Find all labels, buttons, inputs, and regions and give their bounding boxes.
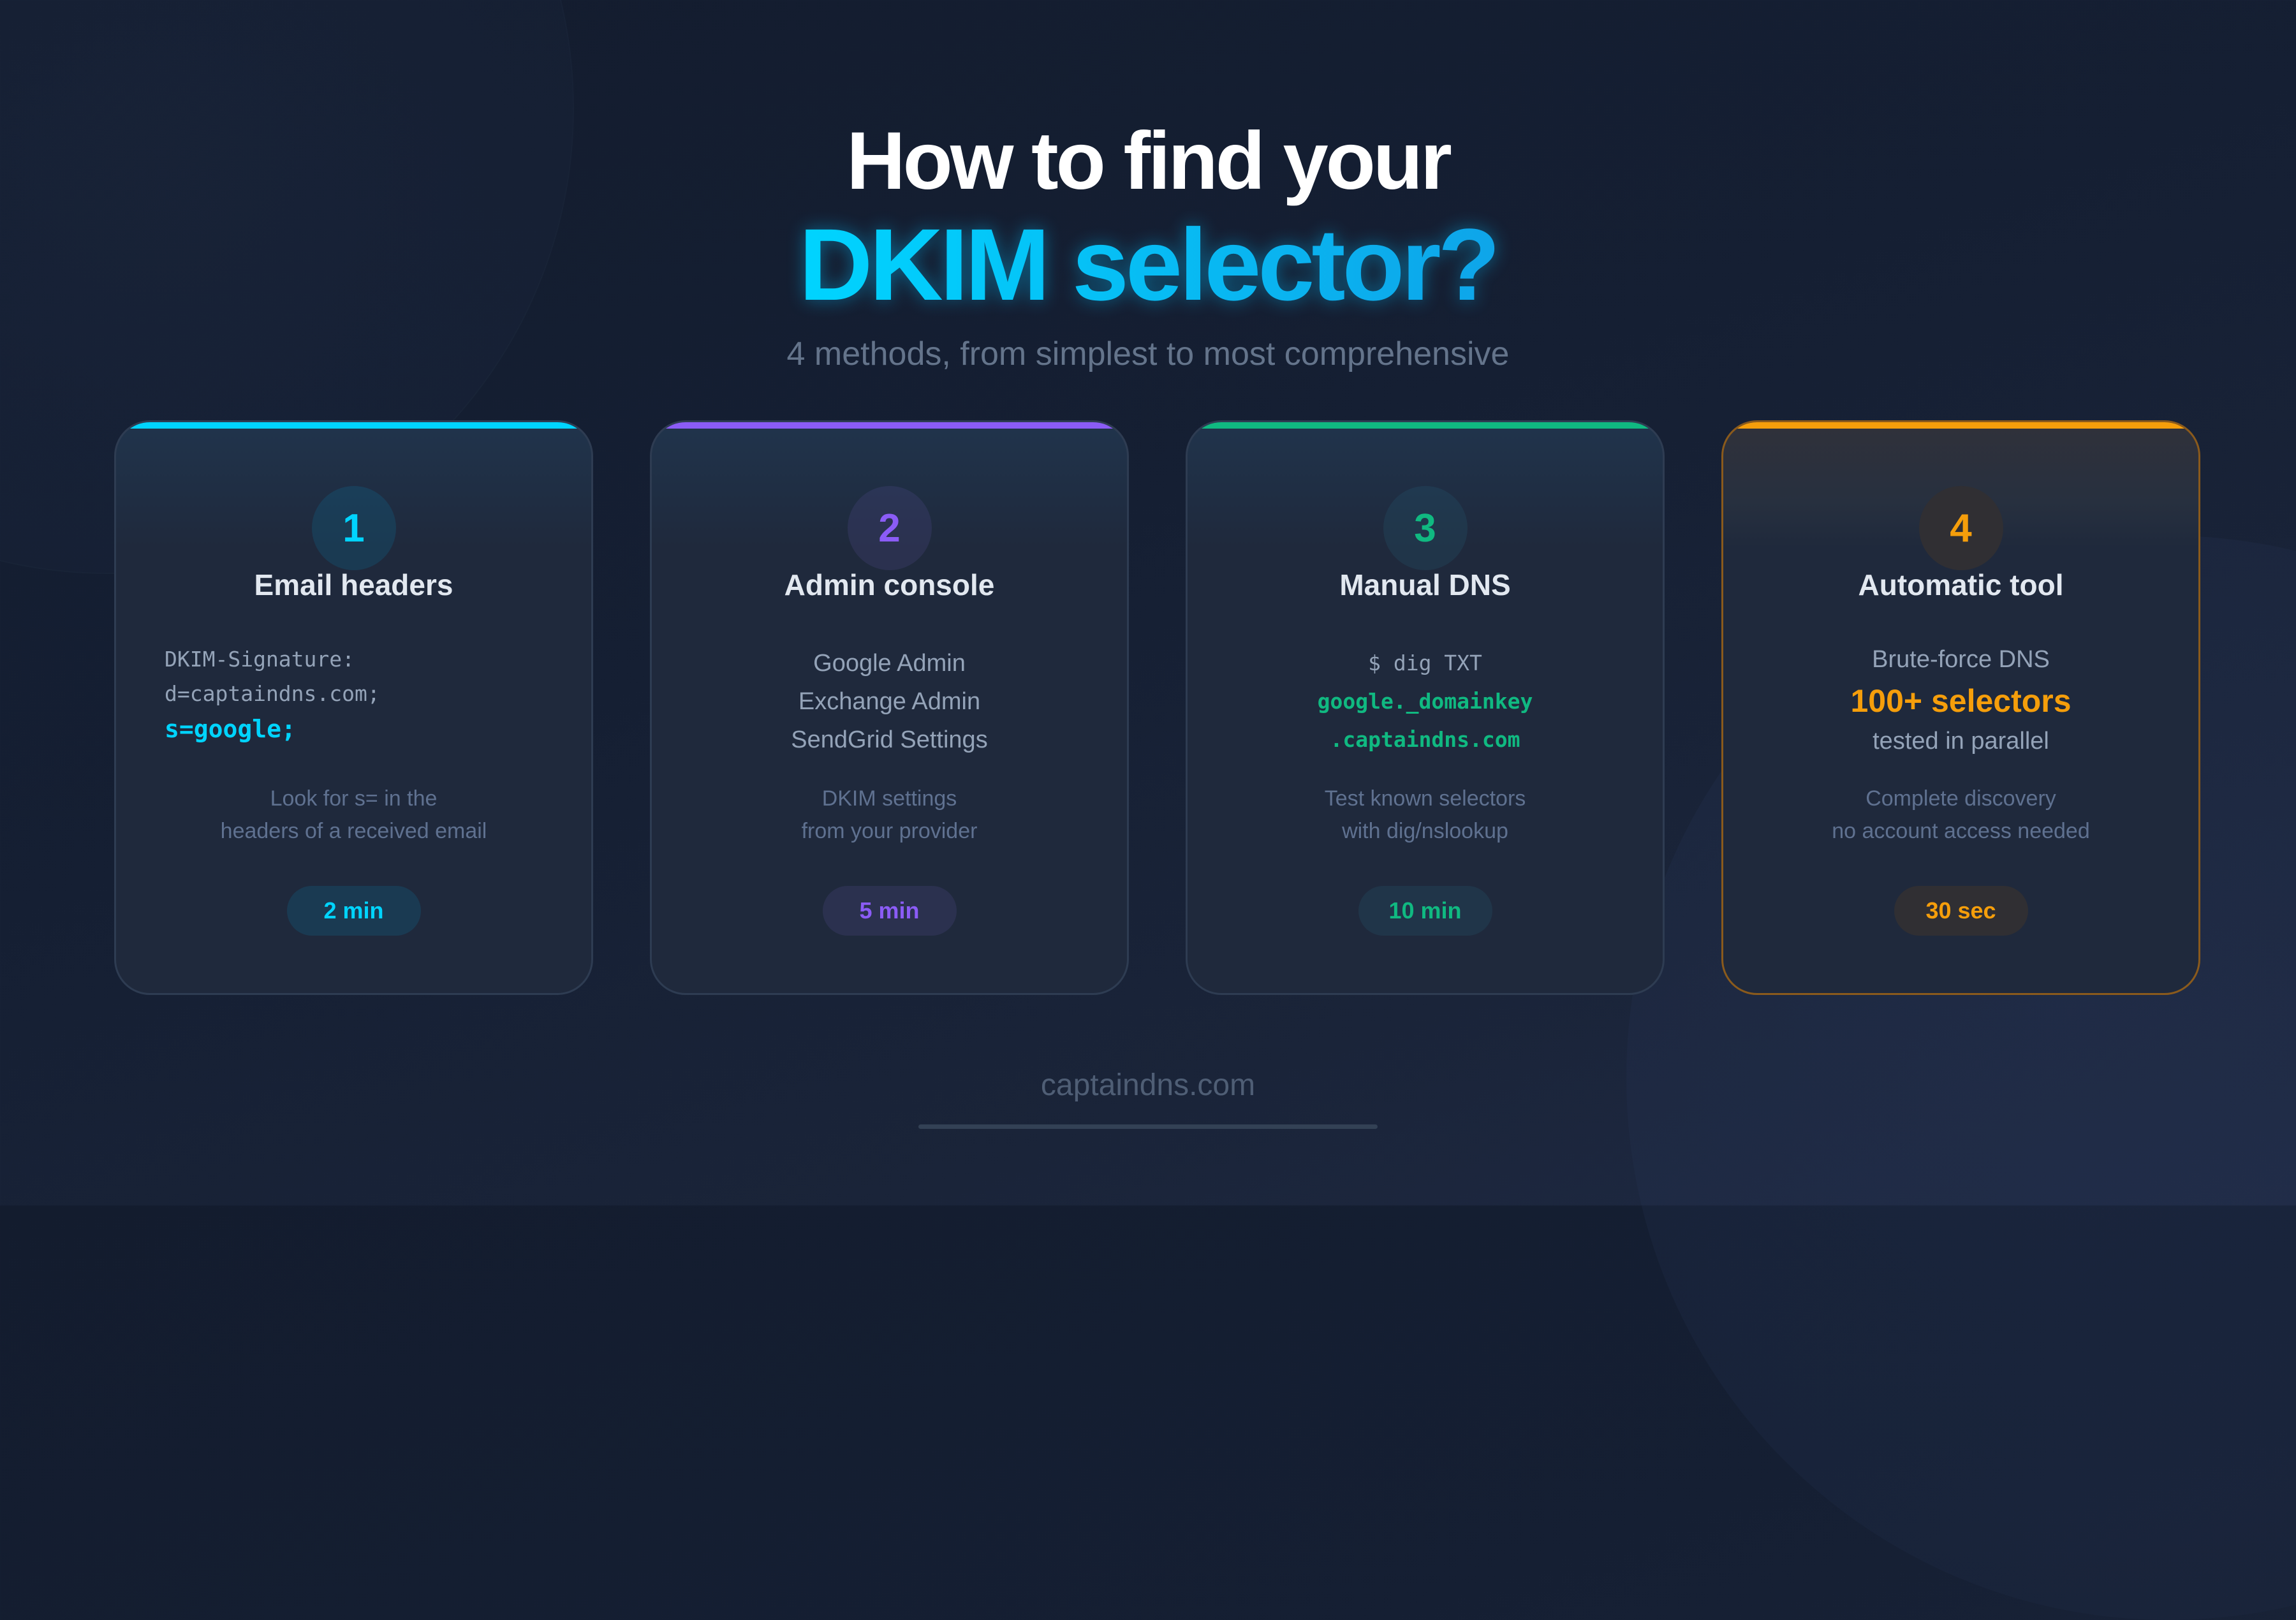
step-number-badge: 1	[311, 486, 396, 570]
description-line: DKIM settings	[821, 786, 957, 811]
footer-divider	[918, 1124, 1378, 1129]
card-accent-bar	[652, 422, 1127, 429]
code-highlight: google._domainkey	[1317, 689, 1533, 714]
code-line: d=captaindns.com;	[165, 681, 380, 706]
description-line: from your provider	[801, 819, 978, 843]
step-number-badge: 4	[1918, 486, 2003, 570]
feature-line: tested in parallel	[1873, 728, 2049, 755]
card-title: Email headers	[254, 568, 453, 601]
description-line: Test known selectors	[1324, 786, 1526, 811]
provider-item: Google Admin	[813, 650, 966, 677]
card-description: Test known selectors with dig/nslookup	[1188, 783, 1663, 848]
time-badge: 5 min	[822, 886, 957, 936]
method-card-email-headers: 1 Email headers DKIM-Signature: d=captai…	[114, 420, 593, 995]
title-highlight: DKIM selector?	[798, 207, 1501, 321]
title-line-1: How to find your	[846, 115, 1452, 207]
card-title: Admin console	[784, 568, 995, 601]
feature-summary: Brute-force DNS 100+ selectors tested in…	[1723, 640, 2198, 759]
title-line-2: DKIM selector?	[0, 210, 2296, 319]
code-highlight: s=google;	[165, 715, 296, 743]
description-line: Complete discovery	[1866, 786, 2056, 811]
subtitle: 4 methods, from simplest to most compreh…	[786, 335, 1510, 372]
step-number-badge: 2	[847, 486, 932, 570]
card-accent-bar	[116, 422, 591, 429]
code-snippet: $ dig TXT google._domainkey .captaindns.…	[1188, 644, 1663, 759]
card-title: Automatic tool	[1858, 568, 2064, 601]
card-accent-bar	[1723, 422, 2198, 429]
provider-item: Exchange Admin	[798, 688, 981, 715]
description-line: headers of a received email	[220, 819, 487, 843]
footer-site-link[interactable]: captaindns.com	[1040, 1068, 1256, 1102]
time-badge: 30 sec	[1894, 886, 2028, 936]
code-command: $ dig TXT	[1368, 651, 1482, 675]
method-card-admin-console: 2 Admin console Google Admin Exchange Ad…	[650, 420, 1129, 995]
card-description: Complete discovery no account access nee…	[1723, 783, 2198, 848]
card-accent-bar	[1188, 422, 1663, 429]
feature-line: Brute-force DNS	[1872, 646, 2050, 673]
time-badge: 2 min	[286, 886, 421, 936]
card-description: DKIM settings from your provider	[652, 783, 1127, 848]
method-card-automatic-tool: 4 Automatic tool Brute-force DNS 100+ se…	[1721, 420, 2200, 995]
card-title: Manual DNS	[1339, 568, 1511, 601]
code-snippet: DKIM-Signature: d=captaindns.com; s=goog…	[165, 642, 572, 747]
description-line: Look for s= in the	[270, 786, 438, 811]
provider-item: SendGrid Settings	[791, 726, 988, 753]
code-line: DKIM-Signature:	[165, 647, 355, 672]
step-number-badge: 3	[1383, 486, 1468, 570]
card-description: Look for s= in the headers of a received…	[116, 783, 591, 848]
feature-highlight: 100+ selectors	[1850, 683, 2072, 719]
time-badge: 10 min	[1358, 886, 1492, 936]
description-line: no account access needed	[1832, 819, 2090, 843]
code-highlight: .captaindns.com	[1330, 727, 1520, 752]
method-card-manual-dns: 3 Manual DNS $ dig TXT google._domainkey…	[1186, 420, 1665, 995]
description-line: with dig/nslookup	[1342, 819, 1508, 843]
provider-list: Google Admin Exchange Admin SendGrid Set…	[652, 644, 1127, 759]
